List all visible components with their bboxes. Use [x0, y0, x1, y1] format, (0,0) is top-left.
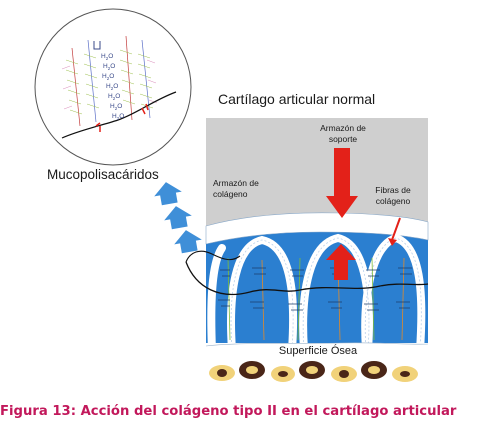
water-labels: H2O H2O H2O H2O H2O H2O H2O	[101, 53, 124, 121]
water-label: H2O	[108, 93, 120, 101]
support-arrow	[326, 244, 356, 280]
water-label: H2O	[110, 103, 122, 111]
water-label: H2O	[106, 83, 118, 91]
subchondral-bone	[206, 361, 428, 382]
label-mucopolysaccharides: Mucopolisacáridos	[47, 167, 159, 182]
collagen-frame-band	[205, 212, 429, 245]
escape-arrows	[154, 182, 202, 254]
water-label: H2O	[102, 73, 114, 81]
cartilage-diagram: Cartílago articular normal Mucopolisacár…	[34, 8, 429, 382]
label-bone-surface: Superficie Ósea	[279, 344, 358, 357]
compression-arrow	[326, 148, 358, 218]
loop-line	[185, 250, 241, 263]
figure-caption: Figura 13: Acción del colágeno tipo II e…	[0, 404, 457, 419]
water-label: H2O	[101, 53, 113, 61]
water-label: H2O	[103, 63, 115, 71]
water-label: H2O	[112, 113, 124, 121]
collagen-arches	[207, 233, 426, 350]
tide-line	[185, 261, 429, 296]
diagram-title: Cartílago articular normal	[218, 91, 375, 107]
molecule-illustration	[61, 35, 177, 139]
fiber-arrow	[391, 217, 401, 241]
bone-surface-band	[206, 343, 428, 361]
zoom-circle	[34, 8, 192, 166]
